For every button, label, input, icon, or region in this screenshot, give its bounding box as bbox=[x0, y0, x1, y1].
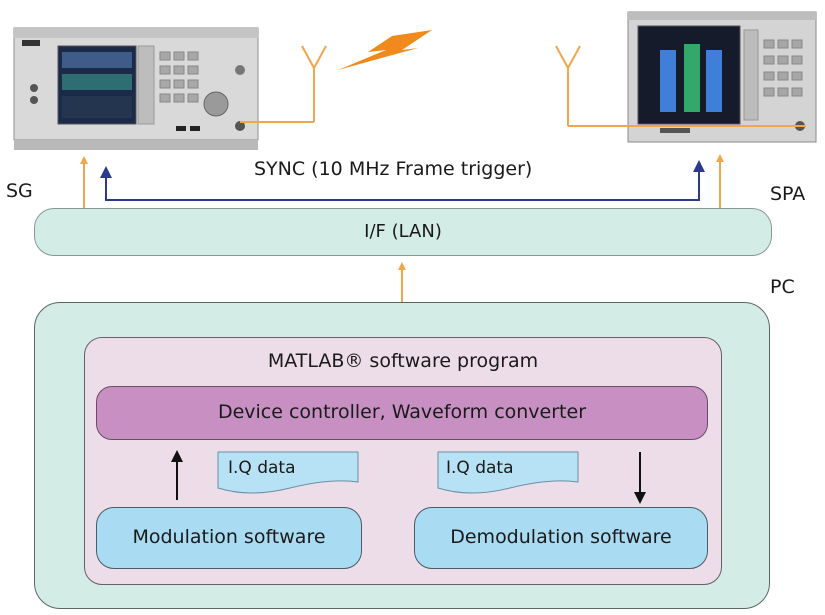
wireless-signal-icon bbox=[338, 30, 432, 70]
device-controller-label: Device controller, Waveform converter bbox=[217, 401, 587, 423]
signal-generator-instrument bbox=[13, 27, 259, 150]
demodulation-software-label: Demodulation software bbox=[450, 526, 672, 548]
matlab-title: MATLAB® software program bbox=[267, 350, 539, 372]
lan-interface-bar: I/F (LAN) bbox=[34, 208, 772, 256]
modulation-software-label: Modulation software bbox=[132, 526, 326, 548]
spectrum-analyzer-instrument bbox=[627, 11, 817, 143]
modulation-software-box: Modulation software bbox=[96, 507, 362, 569]
lan-label: I/F (LAN) bbox=[364, 221, 442, 242]
spa-antenna-icon bbox=[555, 45, 806, 127]
sg-antenna-icon bbox=[240, 45, 327, 123]
iq-data-right-label: I.Q data bbox=[446, 458, 514, 478]
sync-path bbox=[105, 174, 700, 201]
demodulation-software-box: Demodulation software bbox=[414, 507, 708, 569]
sync-label: SYNC (10 MHz Frame trigger) bbox=[254, 158, 533, 180]
iq-data-left-label: I.Q data bbox=[228, 458, 296, 478]
pc-label: PC bbox=[770, 276, 795, 298]
device-controller-box: Device controller, Waveform converter bbox=[96, 386, 708, 440]
sg-label: SG bbox=[6, 180, 33, 202]
spa-label: SPA bbox=[770, 183, 806, 205]
